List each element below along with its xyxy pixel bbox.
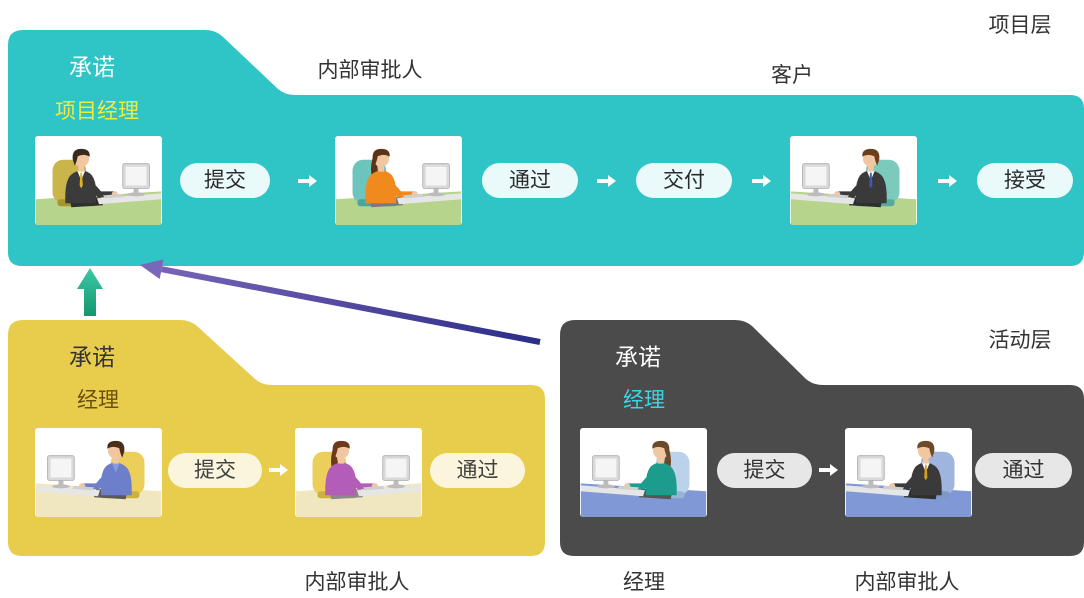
arrow-right-icon [752,175,771,187]
arrow-right-icon [298,175,317,187]
activity-right-manager-caption: 经理 [623,570,665,594]
activity-right-role-label: 经理 [623,388,665,412]
activity-left-approver-illustration [295,428,422,517]
activity-right-approve-step: 通过 [975,453,1072,488]
project-layer-panel [8,30,1084,266]
project-layer-label: 项目层 [988,13,1052,37]
activity-layer-label: 活动层 [988,328,1052,352]
activity-right-submit-step: 提交 [717,453,812,488]
activity-right-commit-label: 承诺 [615,345,661,371]
arrow-right-icon [819,464,838,476]
customer-illustration [790,136,917,225]
project-manager-role-label: 项目经理 [55,99,139,123]
project-approve-step: 通过 [482,163,578,198]
arrow-right-icon [938,175,957,187]
activity-right-manager-illustration [580,428,707,517]
activity-left-role-label: 经理 [77,388,119,412]
escalation-arrow [140,259,541,345]
activity-left-commit-label: 承诺 [69,345,115,371]
arrow-right-icon [597,175,616,187]
project-submit-step: 提交 [180,163,270,198]
project-commit-label: 承诺 [69,55,115,81]
activity-left-approve-step: 通过 [430,453,525,488]
activity-left-submit-step: 提交 [168,453,262,488]
commitment-up-arrow [77,268,103,316]
project-deliver-step: 交付 [636,163,732,198]
activity-right-approver-caption: 内部审批人 [854,570,960,594]
project-approver-label: 内部审批人 [317,58,423,82]
project-manager-illustration [35,136,162,225]
arrow-right-icon [269,464,288,476]
customer-label: 客户 [771,63,813,87]
activity-left-manager-illustration [35,428,162,517]
project-accept-step: 接受 [977,163,1073,198]
activity-left-approver-caption: 内部审批人 [304,570,410,594]
activity-right-approver-illustration [845,428,972,517]
internal-approver-illustration [335,136,462,225]
